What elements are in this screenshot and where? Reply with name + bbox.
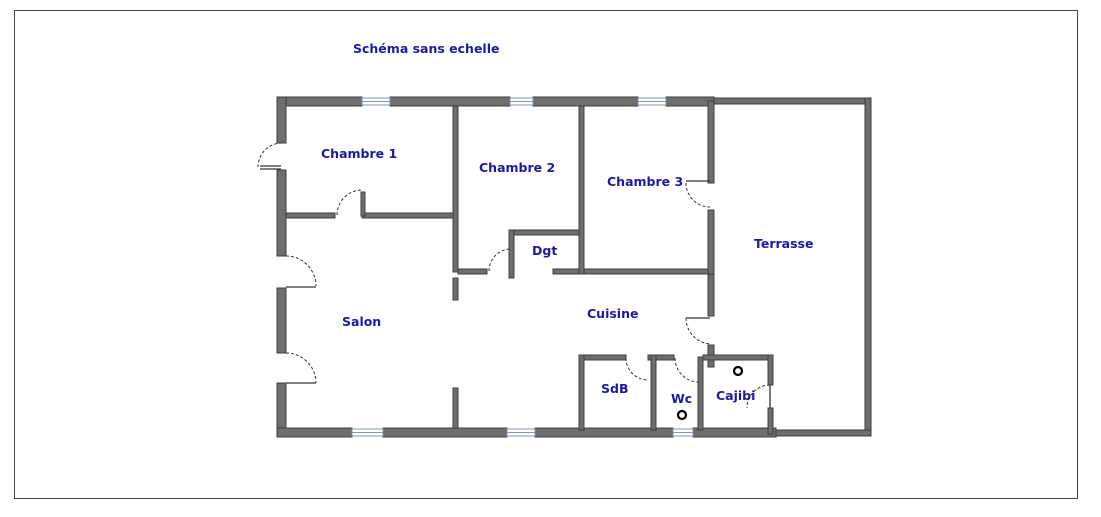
wall-bottom-1 [276,427,353,438]
wall-sdb-left [578,354,585,431]
wall-terrace-right [864,97,872,437]
room-label-terrasse: Terrasse [754,236,813,251]
wall-ch2-ch3-divider [578,105,585,275]
cajibi-drain-icon [732,365,744,377]
wall-dgt-top [508,229,584,236]
wall-sdb-top [578,354,627,361]
wall-dgt-left [508,229,515,279]
wall-left-2 [276,169,287,257]
door-wc [674,357,700,383]
room-label-chambre2: Chambre 2 [479,160,555,175]
wall-cajibi-right-lower [767,407,774,435]
room-label-wc: Wc [671,391,692,406]
wall-terrace-top [713,97,872,105]
door-cuisine-terrasse [685,317,711,345]
wall-salon-cuisine-upper [452,277,459,301]
wall-top-4 [665,96,715,107]
room-label-salon: Salon [342,314,381,329]
wall-top-1 [276,96,363,107]
doors [257,142,771,409]
wall-top-3 [532,96,639,107]
door-sdb [625,357,649,381]
walls [276,96,872,438]
room-label-chambre3: Chambre 3 [607,174,683,189]
wall-ch1-bottom-b [361,212,457,219]
door-cajibi [746,384,771,409]
wall-left-3 [276,287,287,354]
labels: Schéma sans echelle Chambre 1 Chambre 2 … [321,41,813,406]
wall-salon-cuisine-lower [452,387,459,429]
diagram-title: Schéma sans echelle [353,41,499,56]
wall-ch3-bottom [552,268,711,275]
wall-ch1-bottom-a [285,212,336,219]
room-label-cuisine: Cuisine [587,306,638,321]
room-label-sdb: SdB [601,381,628,396]
wall-terrace-divider-2 [707,209,715,277]
room-label-cajibi: Cajibi [716,388,755,403]
door-chambre3 [685,180,711,208]
door-salon-exterior-lower [285,352,317,384]
wall-wc-right [697,356,704,431]
door-chambre1-exterior [257,142,283,170]
room-label-chambre1: Chambre 1 [321,146,397,161]
wall-ch1-ch2-divider [452,105,459,273]
wall-terrace-divider-1 [707,100,715,184]
wall-ch2-bottom [457,268,488,275]
wall-cajibi-top [702,354,774,361]
wall-bottom-4 [692,427,777,438]
wall-sdb-wc-divider [650,354,657,431]
wc-drain-icon [676,409,688,421]
fixtures [676,365,744,421]
wall-left-1 [276,96,287,144]
wall-cajibi-right-upper [767,354,774,386]
windows [351,97,694,437]
wall-terrace-bottom [768,429,872,437]
room-label-dgt: Dgt [532,243,557,258]
door-chambre2-dgt [488,248,512,272]
door-chambre1-salon [336,189,363,216]
wall-top-2 [389,96,511,107]
wall-bottom-2 [382,427,508,438]
diagram-frame [14,10,1078,499]
door-salon-exterior-upper [285,255,317,288]
wall-terrace-divider-3 [707,273,715,317]
wall-ch1-door-jamb [360,191,366,217]
wall-wc-top [647,354,675,361]
